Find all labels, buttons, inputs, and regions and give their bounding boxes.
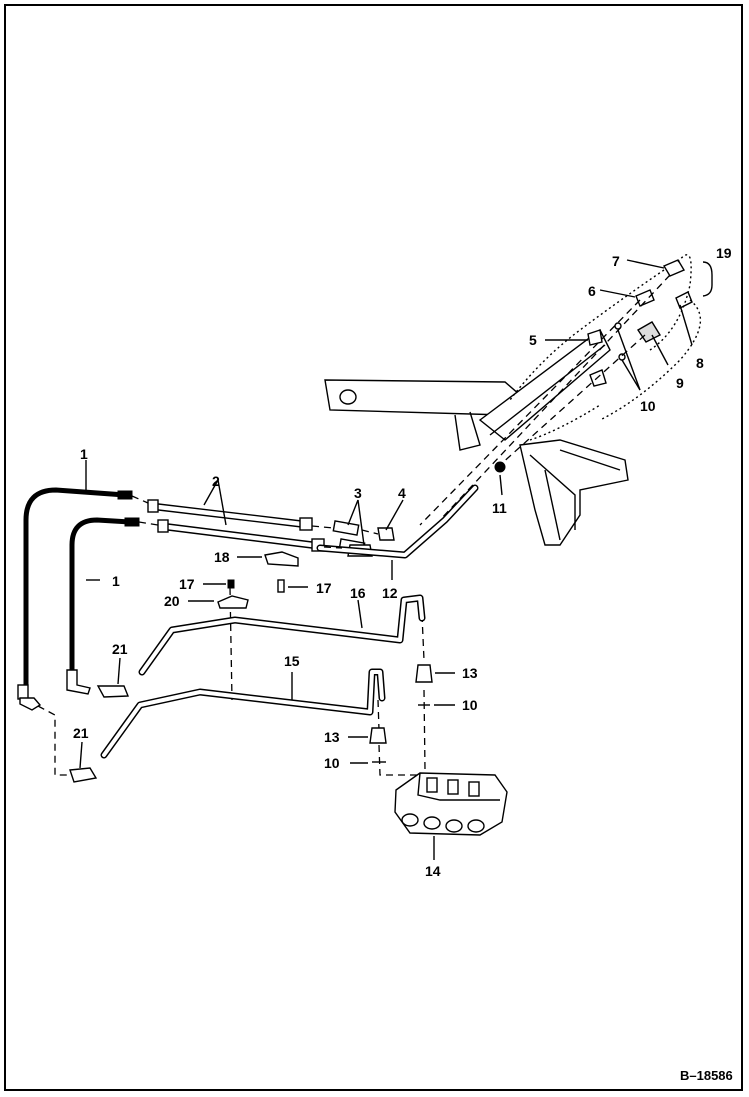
- callout-18: 18: [214, 549, 230, 565]
- clamp-parts: [217, 551, 299, 609]
- tube-12: [316, 484, 479, 559]
- callout-10-top: 10: [640, 398, 656, 414]
- figure-id: B–18586: [680, 1068, 733, 1083]
- adapters-13: [369, 664, 433, 763]
- callout-7: 7: [612, 253, 620, 269]
- callout-13-right: 13: [462, 665, 478, 681]
- diagram-frame: [4, 4, 743, 1091]
- part-11-nut: [494, 461, 506, 473]
- callout-10-right: 10: [462, 697, 478, 713]
- boom-arm: [324, 328, 629, 546]
- control-valve-14: [394, 772, 508, 836]
- callout-16: 16: [350, 585, 366, 601]
- callout-6: 6: [588, 283, 596, 299]
- assembly-dashed-lines: [37, 274, 671, 776]
- callout-1-upper: 1: [80, 446, 88, 462]
- callout-17-left: 17: [179, 576, 195, 592]
- callout-5: 5: [529, 332, 537, 348]
- callout-19: 19: [716, 245, 732, 261]
- callout-1-lower: 1: [112, 573, 120, 589]
- callout-17-right: 17: [316, 580, 332, 596]
- callout-21-upper: 21: [112, 641, 128, 657]
- callouts: 1 1 2 3 4 5 6 7 8 9 10 10 10 11 12 13 13…: [73, 245, 732, 879]
- callout-3: 3: [354, 485, 362, 501]
- callout-12: 12: [382, 585, 398, 601]
- fitting-kit-19: [509, 254, 713, 441]
- callout-10-left: 10: [324, 755, 340, 771]
- leader-lines: [79, 259, 693, 860]
- callout-13-left: 13: [324, 729, 340, 745]
- callout-9: 9: [676, 375, 684, 391]
- tube-2-pair: [147, 499, 325, 552]
- callout-4: 4: [398, 485, 406, 501]
- callout-8: 8: [696, 355, 704, 371]
- callout-11: 11: [492, 500, 507, 516]
- callout-20: 20: [164, 593, 180, 609]
- callout-21-lower: 21: [73, 725, 89, 741]
- callout-2: 2: [212, 473, 220, 489]
- hose-1-lower: [66, 517, 140, 695]
- callout-14: 14: [425, 863, 441, 879]
- tube-16: [138, 594, 426, 676]
- hose-1-upper: [17, 487, 133, 711]
- tube-15: [100, 668, 386, 759]
- callout-15: 15: [284, 653, 300, 669]
- elbows-21: [69, 685, 130, 783]
